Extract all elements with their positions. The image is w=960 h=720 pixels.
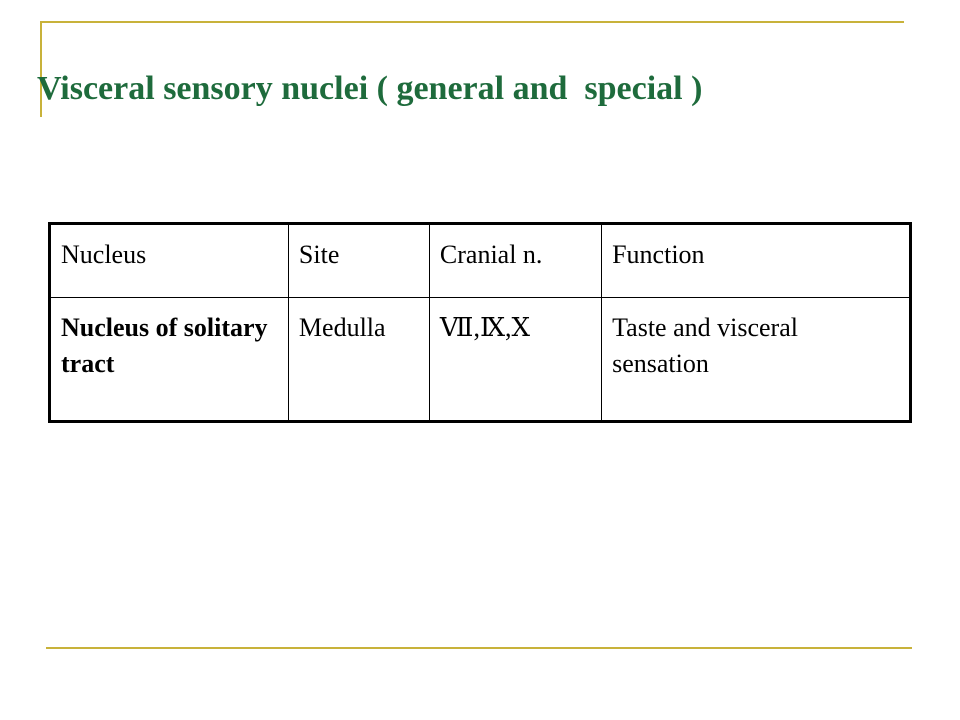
- cell-cranial-nerves: Ⅶ,Ⅸ,Ⅹ: [428, 297, 603, 422]
- table-row: Nucleus of solitary tract Medulla Ⅶ,Ⅸ,Ⅹ …: [49, 297, 911, 422]
- header-cranial-nerve: Cranial n.: [428, 223, 603, 298]
- table-header-row: Nucleus Site Cranial n. Function: [49, 223, 911, 298]
- header-site: Site: [287, 223, 430, 298]
- decorative-left-line: [40, 21, 42, 117]
- slide-title: Visceral sensory nuclei ( general and sp…: [37, 70, 703, 107]
- nuclei-table: Nucleus Site Cranial n. Function Nucleus…: [48, 222, 912, 423]
- cell-nucleus: Nucleus of solitary tract: [49, 297, 289, 422]
- cell-function: Taste and visceral sensation: [601, 297, 911, 422]
- header-function: Function: [601, 223, 911, 298]
- decorative-top-line: [40, 21, 904, 23]
- decorative-bottom-line: [46, 647, 912, 649]
- header-nucleus: Nucleus: [49, 223, 289, 298]
- cell-site: Medulla: [287, 297, 430, 422]
